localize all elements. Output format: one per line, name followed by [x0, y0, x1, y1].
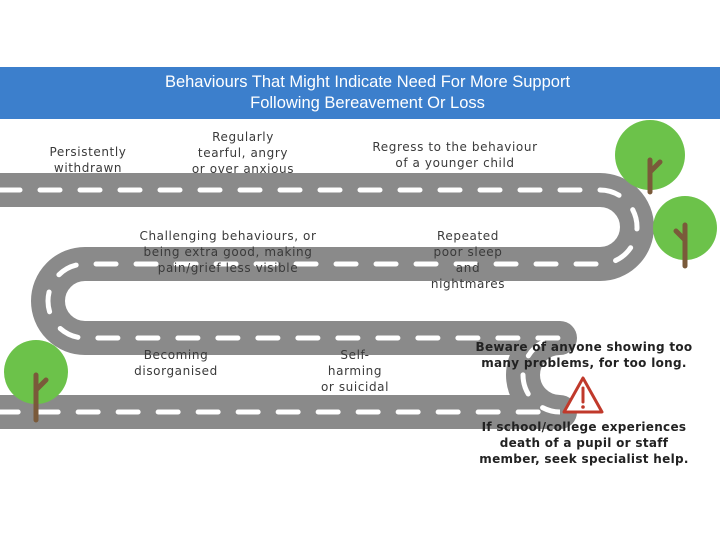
label-line: Becoming	[143, 348, 209, 362]
label-line: poor sleep	[433, 245, 503, 259]
label-line: nightmares	[430, 277, 506, 291]
label-line: death of a pupil or staff	[499, 436, 669, 450]
road-markings	[0, 187, 640, 415]
label-line: withdrawn	[53, 161, 123, 175]
label-line: pain/grief less visible	[157, 261, 299, 275]
label-line: of a younger child	[395, 156, 515, 170]
title-line-1: Behaviours That Might Indicate Need For …	[164, 73, 571, 91]
label-line: tearful, angry	[197, 146, 289, 160]
tree-icon	[653, 196, 717, 269]
label-line: and	[455, 261, 481, 275]
label-line: harming	[327, 364, 383, 378]
label-line: disorganised	[134, 364, 218, 378]
label-line: member, seek specialist help.	[479, 452, 689, 466]
label-repeated-poor-sleep: Repeated poor sleep and nightmares	[418, 228, 518, 292]
title-line-2: Following Bereavement Or Loss	[250, 94, 485, 112]
label-line: Regularly	[212, 130, 274, 144]
label-line: or over anxious	[191, 162, 295, 176]
label-line: being extra good, making	[143, 245, 313, 259]
tree-icon	[615, 120, 685, 195]
title-banner	[0, 67, 720, 119]
label-line: Beware of anyone showing too	[475, 340, 693, 354]
label-line: or suicidal	[320, 380, 390, 394]
label-persistently-withdrawn: Persistently withdrawn	[38, 144, 138, 176]
label-line: Self-	[340, 348, 370, 362]
tree-icon	[4, 340, 68, 423]
label-line: Regress to the behaviour	[372, 140, 538, 154]
warning-icon	[562, 376, 604, 414]
label-line: If school/college experiences	[481, 420, 687, 434]
label-line: many problems, for too long.	[481, 356, 687, 370]
note-seek-specialist-help: If school/college experiences death of a…	[470, 419, 698, 467]
page-title: Behaviours That Might Indicate Need For …	[0, 72, 720, 114]
label-self-harming: Self- harming or suicidal	[315, 347, 395, 395]
note-beware: Beware of anyone showing too many proble…	[470, 339, 698, 371]
label-line: Persistently	[49, 145, 127, 159]
label-regularly-tearful: Regularly tearful, angry or over anxious	[178, 129, 308, 177]
label-line: Challenging behaviours, or	[139, 229, 317, 243]
label-becoming-disorganised: Becoming disorganised	[126, 347, 226, 379]
label-regress-behaviour: Regress to the behaviour of a younger ch…	[355, 139, 555, 171]
label-challenging-behaviours: Challenging behaviours, or being extra g…	[128, 228, 328, 276]
label-line: Repeated	[436, 229, 500, 243]
